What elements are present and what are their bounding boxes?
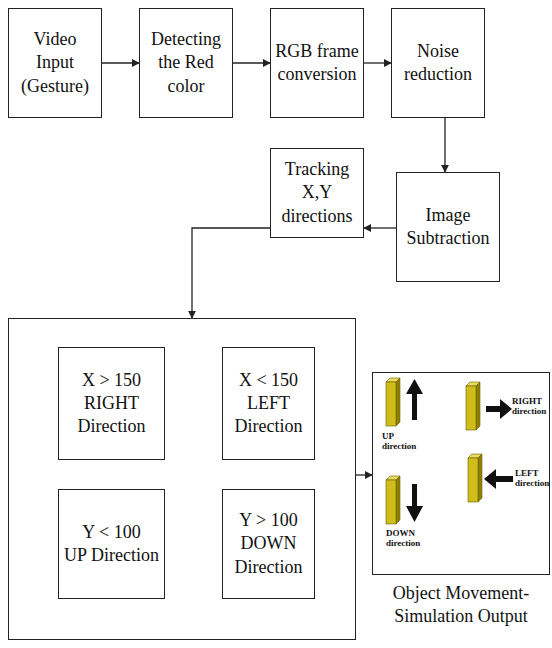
flow-arrow: [233, 62, 270, 63]
box-text: RIGHT Direction: [63, 392, 160, 438]
box-text: X < 150: [239, 369, 298, 392]
flow-arrow: [364, 62, 391, 63]
flow-arrow: [444, 118, 445, 172]
flow-arrow: [364, 227, 396, 228]
condition-group: X > 150RIGHT Direction X < 150LEFT Direct…: [8, 318, 356, 640]
condition-box: Y < 100UP Direction: [58, 489, 165, 599]
box-text: RGB frame conversion: [275, 40, 359, 86]
direction-label: DOWN direction: [386, 528, 420, 549]
condition-box: X < 150LEFT Direction: [222, 347, 315, 460]
process-box: Tracking X,Y directions: [270, 148, 364, 238]
direction-label: LEFT direction: [515, 468, 549, 489]
box-text: Video Input (Gesture): [13, 28, 97, 97]
box-text: Y > 100: [239, 509, 297, 532]
box-text: LEFT Direction: [227, 392, 310, 438]
direction-label: UP direction: [382, 431, 416, 452]
box-text: Y < 100: [82, 521, 140, 544]
right-slab: [466, 382, 480, 430]
down-arrow: [406, 484, 423, 522]
left-arrow: [484, 469, 513, 489]
down-slab: [386, 476, 400, 524]
box-text: UP Direction: [64, 544, 159, 567]
process-box: RGB frame conversion: [270, 8, 364, 118]
direction-label: RIGHT direction: [512, 396, 546, 417]
caption-heading: Object Movement-Simulation Output: [367, 582, 552, 628]
box-text: DOWN Direction: [227, 532, 310, 578]
up-slab: [386, 378, 400, 426]
left-slab: [468, 454, 482, 502]
flow-arrow: [102, 62, 139, 63]
box-text: Noise reduction: [396, 40, 480, 86]
process-box: Video Input (Gesture): [8, 8, 102, 118]
condition-box: X > 150RIGHT Direction: [58, 347, 165, 460]
flow-arrow: [192, 228, 270, 318]
box-text: Image Subtraction: [401, 204, 495, 250]
up-arrow: [406, 379, 423, 420]
flow-arrow: [356, 474, 372, 475]
box-text: Tracking X,Y directions: [275, 158, 359, 227]
box-text: X > 150: [82, 369, 141, 392]
process-box: Image Subtraction: [396, 172, 500, 282]
process-box: Detecting the Red color: [139, 8, 233, 118]
process-box: Noise reduction: [391, 8, 485, 118]
right-arrow: [486, 399, 512, 419]
box-text: Detecting the Red color: [144, 28, 228, 97]
condition-box: Y > 100DOWN Direction: [222, 489, 315, 599]
